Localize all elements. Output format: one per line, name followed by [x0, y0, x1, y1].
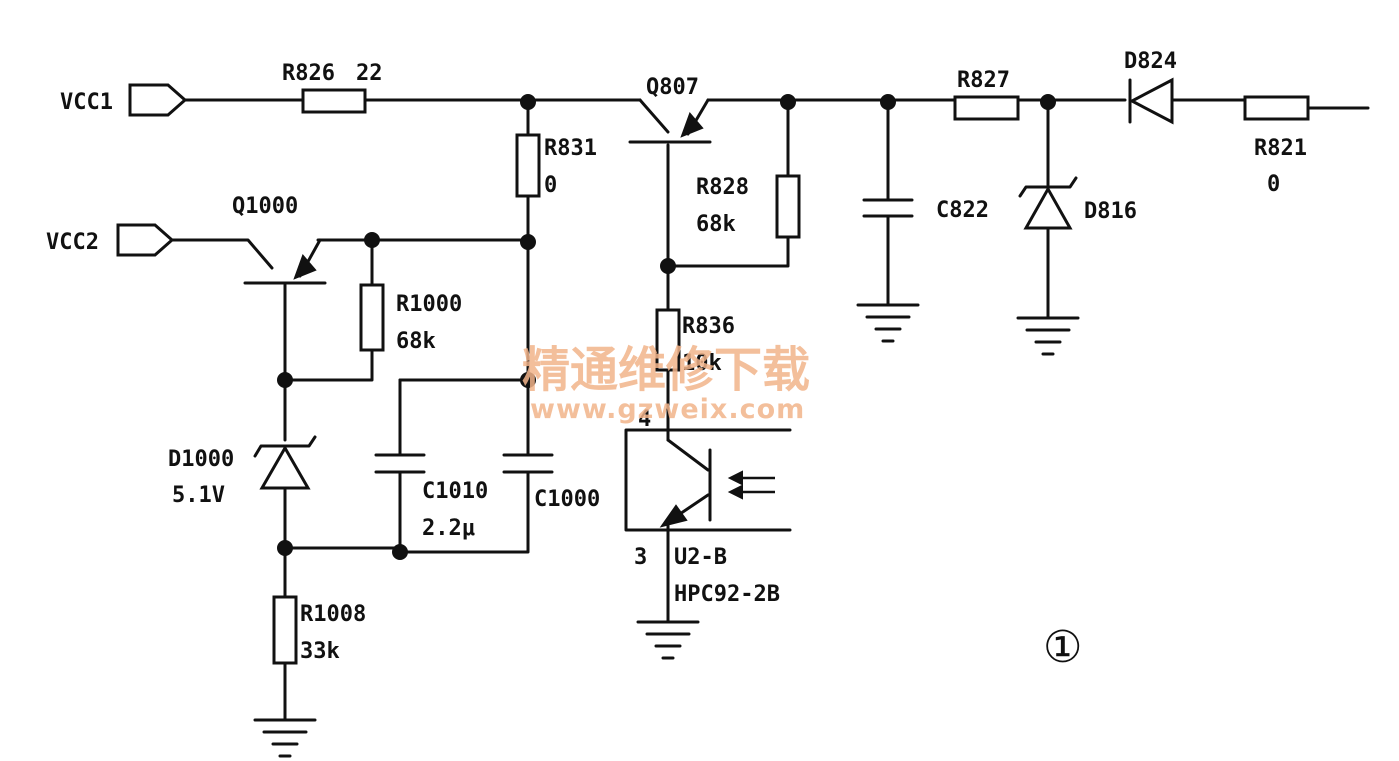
resistor-r821: R821 0 [1243, 95, 1310, 197]
optocoupler-outline-icon [624, 428, 792, 532]
component-ref: D1000 [168, 447, 234, 472]
junction-dot [364, 232, 380, 248]
component-ref: U2-B [674, 545, 727, 570]
component-ref: Q807 [646, 75, 699, 100]
watermark: 精通维修下载 www.gzweix.com [522, 342, 810, 425]
junction-dot [780, 94, 796, 110]
light-arrow-icon [727, 470, 743, 500]
sheet-marker: ① [1043, 622, 1082, 673]
capacitor-c822: C822 [862, 198, 989, 223]
component-ref: R828 [696, 175, 749, 200]
junctions [277, 94, 1056, 560]
emitter-arrow-icon [293, 254, 317, 280]
junction-dot [520, 94, 536, 110]
component-ref: Q1000 [232, 194, 298, 219]
light-rays-icon [738, 476, 775, 494]
resistor-r826: R826 22 [282, 61, 383, 114]
resistor-r831: R831 0 [515, 133, 597, 198]
resistor-icon [515, 133, 541, 198]
junction-dot [520, 372, 536, 388]
resistor-r1008: R1008 33k [272, 595, 366, 665]
emitter-arrow-icon [659, 504, 688, 528]
port-label: VCC2 [46, 230, 99, 255]
zener-d1000: D1000 5.1V [168, 435, 317, 508]
diode-d824: D824 [1124, 49, 1177, 125]
component-value: 0 [544, 173, 557, 198]
resistor-r836: R836 10k [655, 308, 735, 376]
component-value: 0 [1267, 172, 1280, 197]
resistor-r828: R828 68k [696, 174, 801, 239]
zener-cathode-bar-icon [253, 435, 317, 458]
component-ref: R831 [544, 136, 597, 161]
component-ref: R1000 [396, 292, 462, 317]
capacitor-icon [862, 198, 914, 218]
component-value: 10k [682, 351, 722, 376]
ground-icon [253, 718, 317, 758]
capacitor-c1000: C1000 [502, 453, 600, 512]
component-ref: D816 [1084, 199, 1137, 224]
resistor-icon [359, 283, 385, 352]
phototransistor-collector-icon [666, 438, 710, 472]
junction-dot [1040, 94, 1056, 110]
junction-dot [277, 540, 293, 556]
junction-dot [660, 258, 676, 274]
ground-icon [636, 620, 700, 660]
transistor-q807: Q807 [628, 75, 712, 144]
capacitor-icon [502, 453, 554, 474]
component-part: HPC92-2B [674, 582, 780, 607]
port-vcc2: VCC2 [46, 223, 175, 257]
component-ref: R821 [1254, 136, 1307, 161]
component-value: 22 [356, 61, 383, 86]
junction-dot [277, 372, 293, 388]
junction-dot [880, 94, 896, 110]
optocoupler-u2b: 4 3 U2-B HPC92-2B [624, 407, 792, 607]
component-ref: C822 [936, 198, 989, 223]
component-value: 2.2μ [422, 516, 475, 541]
emitter-arrow-icon [680, 112, 704, 138]
port-connector-icon [116, 223, 175, 257]
watermark-url: www.gzweix.com [530, 394, 805, 425]
watermark-chinese: 精通维修下载 [522, 342, 810, 398]
resistor-icon [655, 308, 681, 372]
resistor-icon [301, 88, 367, 114]
ground-icon [1016, 316, 1080, 356]
zener-d816: D816 [1018, 176, 1137, 230]
diode-triangle-icon [1128, 77, 1174, 125]
zener-triangle-icon [1023, 185, 1073, 230]
port-connector-icon [128, 83, 188, 117]
resistor-icon [953, 95, 1020, 121]
junction-dot [392, 544, 408, 560]
component-value: 33k [300, 639, 340, 664]
component-value: 5.1V [172, 483, 225, 508]
component-value: 68k [696, 212, 736, 237]
component-ref: C1010 [422, 479, 488, 504]
port-label: VCC1 [60, 90, 113, 115]
resistor-r827: R827 [953, 68, 1020, 121]
component-ref: R826 [282, 61, 335, 86]
junction-dot [520, 234, 536, 250]
grounds [253, 303, 1080, 758]
ground-icon [856, 303, 920, 343]
pin-number: 3 [634, 545, 647, 570]
capacitor-c1010: C1010 2.2μ [374, 453, 488, 541]
capacitor-icon [374, 453, 426, 474]
zener-triangle-icon [259, 444, 311, 490]
pin-number: 4 [638, 407, 651, 432]
component-value: 68k [396, 329, 436, 354]
component-ref: D824 [1124, 49, 1177, 74]
component-ref: R1008 [300, 602, 366, 627]
component-ref: R836 [682, 314, 735, 339]
resistor-icon [775, 174, 801, 239]
resistor-icon [272, 595, 298, 665]
zener-cathode-bar-icon [1018, 176, 1078, 198]
port-vcc1: VCC1 [60, 83, 188, 117]
component-ref: R827 [957, 68, 1010, 93]
component-ref: C1000 [534, 487, 600, 512]
transistor-q1000: Q1000 [232, 194, 327, 285]
resistor-icon [1243, 95, 1310, 121]
resistor-r1000: R1000 68k [359, 283, 462, 354]
